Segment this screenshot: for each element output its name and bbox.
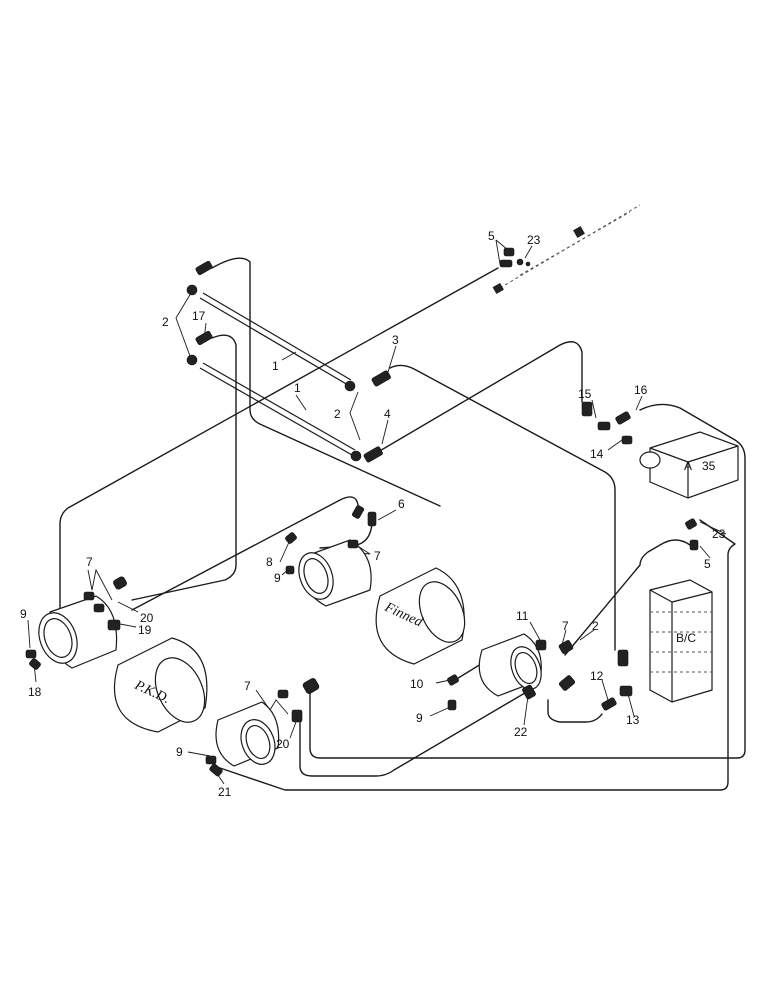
callout-5: 5 bbox=[488, 229, 495, 243]
callout-7: 7 bbox=[374, 549, 381, 563]
callout-10: 10 bbox=[410, 677, 424, 691]
callout-21: 21 bbox=[218, 785, 232, 799]
callout-9: 9 bbox=[416, 711, 423, 725]
callout-2: 2 bbox=[592, 619, 599, 633]
callout-9: 9 bbox=[20, 607, 27, 621]
callout-labels: 5 23 2 17 1 1 3 2 4 15 16 14 6 7 8 9 7 2… bbox=[20, 229, 726, 799]
top-frame-rail bbox=[492, 204, 641, 294]
bc-label: B/C bbox=[676, 631, 696, 645]
pkd-filter: P.K.D. bbox=[113, 637, 208, 733]
callout-8: 8 bbox=[266, 555, 273, 569]
callout-17: 17 bbox=[192, 309, 206, 323]
callout-4: 4 bbox=[384, 407, 391, 421]
callout-1: 1 bbox=[272, 359, 279, 373]
callout-11: 11 bbox=[516, 609, 529, 623]
lower-housing bbox=[215, 701, 280, 767]
callout-9: 9 bbox=[274, 571, 281, 585]
bc-valve-stack: B/C bbox=[649, 579, 713, 703]
steel-tubes bbox=[199, 292, 356, 456]
callout-22: 22 bbox=[514, 725, 528, 739]
a35-label-a: A bbox=[684, 459, 692, 473]
callout-3: 3 bbox=[392, 333, 399, 347]
callout-6: 6 bbox=[398, 497, 405, 511]
callout-7: 7 bbox=[86, 555, 93, 569]
finned-cooler: Finned bbox=[375, 567, 466, 665]
callout-7: 7 bbox=[244, 679, 251, 693]
callout-14: 14 bbox=[590, 447, 604, 461]
callout-5: 5 bbox=[704, 557, 711, 571]
callout-18: 18 bbox=[28, 685, 42, 699]
callout-2: 2 bbox=[162, 315, 169, 329]
callout-13: 13 bbox=[626, 713, 640, 727]
callout-20: 20 bbox=[276, 737, 290, 751]
callout-9: 9 bbox=[176, 745, 183, 759]
callout-16: 16 bbox=[634, 383, 648, 397]
a35-label-35: 35 bbox=[702, 459, 716, 473]
callout-15: 15 bbox=[578, 387, 592, 401]
callout-19: 19 bbox=[138, 623, 152, 637]
left-housing bbox=[38, 595, 118, 669]
callout-12: 12 bbox=[590, 669, 604, 683]
callout-23: 23 bbox=[712, 527, 726, 541]
upper-housing bbox=[298, 539, 372, 607]
a35-valve-block: A 35 bbox=[639, 431, 739, 499]
fittings bbox=[25, 247, 699, 777]
callout-1: 1 bbox=[294, 381, 301, 395]
callout-7: 7 bbox=[562, 619, 569, 633]
callout-23: 23 bbox=[527, 233, 541, 247]
right-housing bbox=[478, 633, 542, 697]
callout-20: 20 bbox=[140, 611, 154, 625]
callout-2: 2 bbox=[334, 407, 341, 421]
